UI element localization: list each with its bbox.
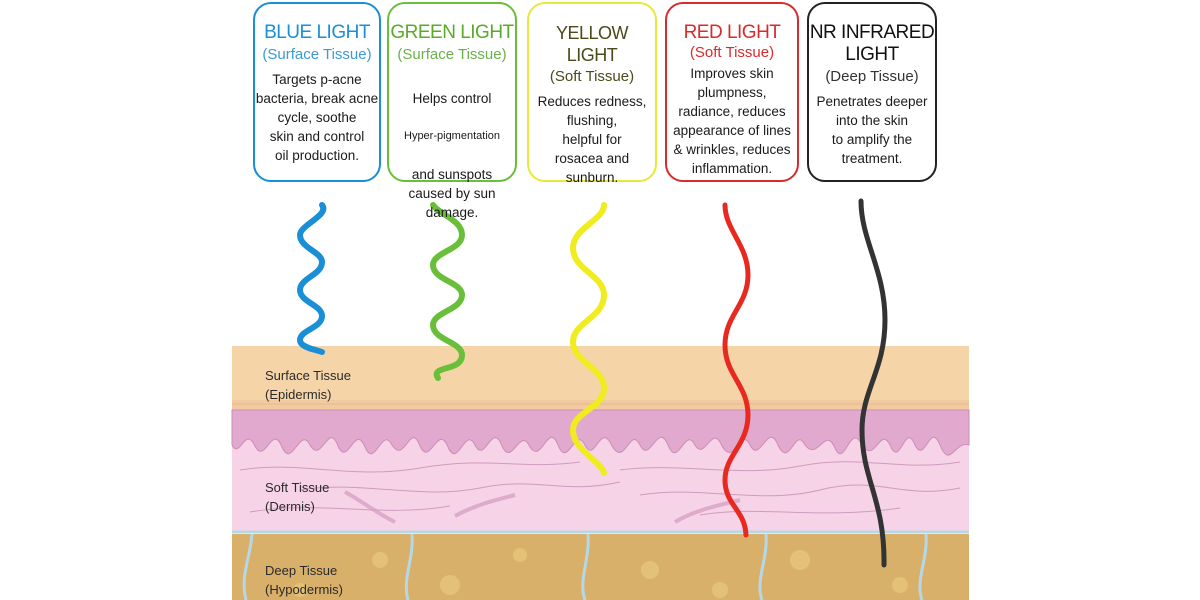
red-light-wave bbox=[722, 202, 751, 538]
card-description: Targets p-acne bacteria, break acne cycl… bbox=[255, 72, 379, 163]
blue-light-card: BLUE LIGHT (Surface Tissue) Targets p-ac… bbox=[253, 2, 381, 182]
infrared-light-wave bbox=[858, 198, 888, 568]
blue-light-wave bbox=[296, 202, 327, 355]
card-description: Improves skin plumpness, radiance, reduc… bbox=[673, 66, 791, 176]
dermis-label: Soft Tissue (Dermis) bbox=[265, 480, 330, 514]
card-subtitle: (Surface Tissue) bbox=[397, 46, 507, 63]
card-description: Reduces redness, flushing, helpful for r… bbox=[537, 94, 647, 185]
card-subtitle: (Deep Tissue) bbox=[825, 68, 919, 85]
yellow-light-card: YELLOW LIGHT (Soft Tissue) Reduces redne… bbox=[527, 2, 657, 185]
red-light-card: RED LIGHT (Soft Tissue) Improves skin pl… bbox=[665, 2, 799, 182]
epidermis-label: Surface Tissue (Epidermis) bbox=[265, 368, 351, 402]
yellow-light-wave bbox=[569, 202, 608, 476]
card-title: YELLOW LIGHT bbox=[555, 23, 629, 65]
card-title: BLUE LIGHT bbox=[264, 22, 370, 43]
card-title: NR INFRARED LIGHT bbox=[809, 22, 935, 65]
infrared-light-card: NR INFRARED LIGHT (Deep Tissue) Penetrat… bbox=[807, 2, 937, 182]
card-title: GREEN LIGHT bbox=[390, 22, 514, 43]
card-title: RED LIGHT bbox=[683, 22, 781, 43]
card-subtitle: (Soft Tissue) bbox=[689, 44, 775, 61]
card-description: Penetrates deeper into the skin to ampli… bbox=[816, 94, 928, 166]
hypodermis-label: Deep Tissue (Hypodermis) bbox=[265, 563, 344, 597]
green-light-card: GREEN LIGHT (Surface Tissue) Helps contr… bbox=[387, 2, 517, 220]
hypodermis-layer bbox=[232, 534, 969, 600]
card-description: Helps control Hyper-pigmentation and sun… bbox=[404, 91, 500, 220]
card-subtitle: (Surface Tissue) bbox=[262, 46, 372, 63]
card-subtitle: (Soft Tissue) bbox=[549, 68, 635, 85]
green-light-wave bbox=[429, 202, 466, 381]
